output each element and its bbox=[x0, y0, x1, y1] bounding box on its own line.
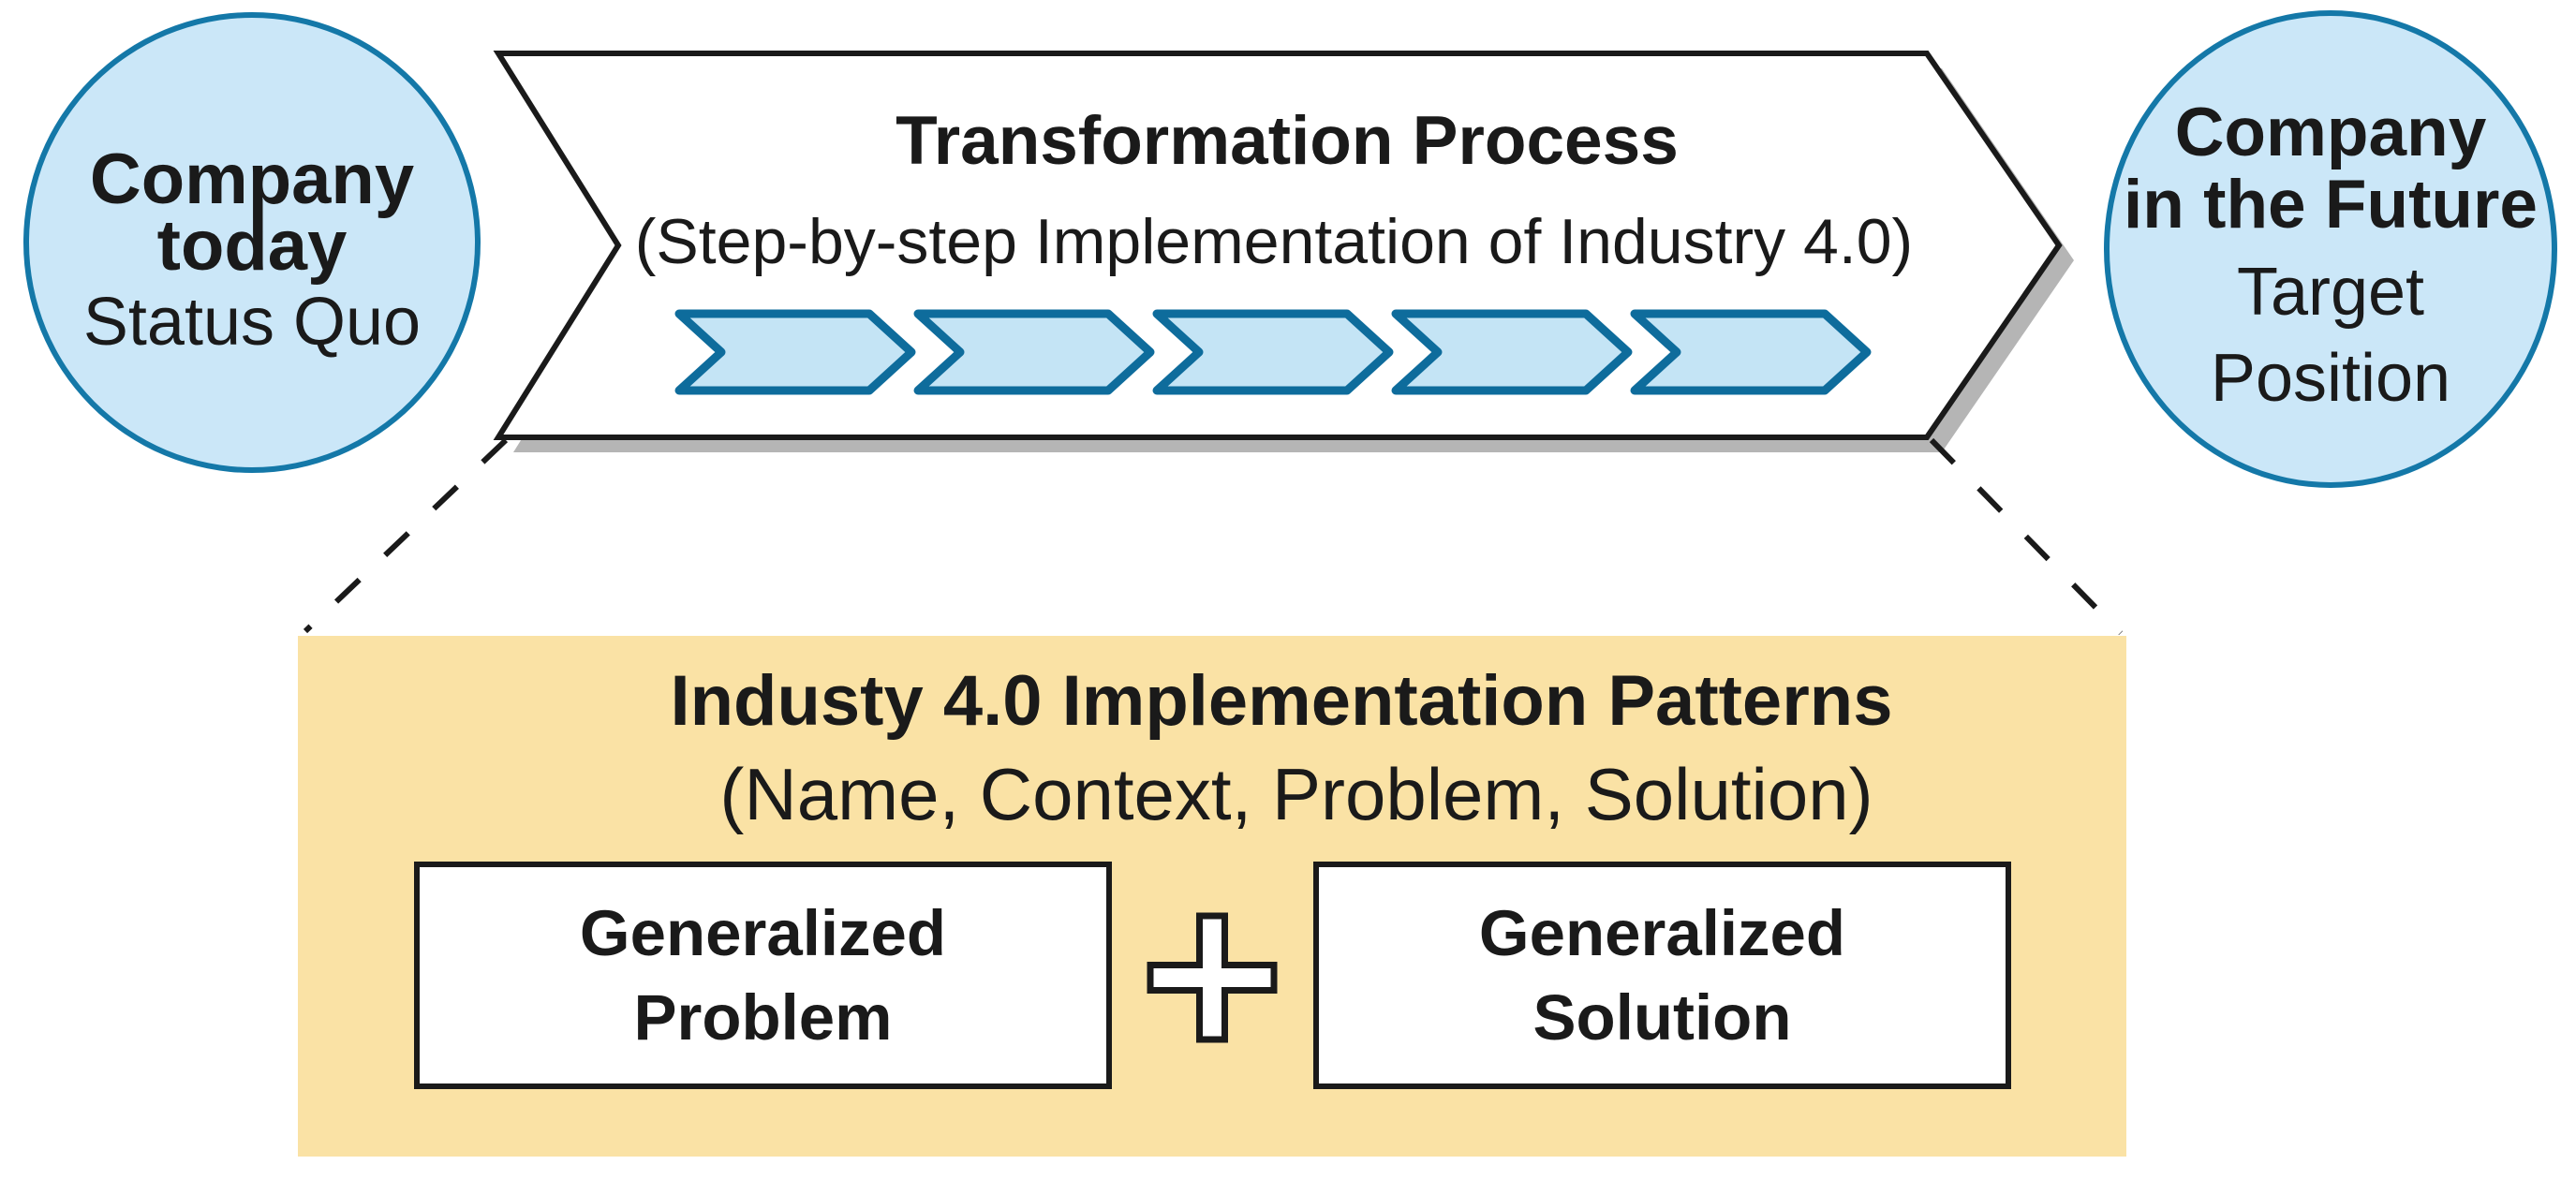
company-today-line1: Company bbox=[89, 140, 415, 219]
banner-subtitle: (Step-by-step Implementation of Industry… bbox=[634, 206, 1914, 277]
transformation-banner-text: Transformation Process (Step-by-step Imp… bbox=[621, 53, 1927, 437]
generalized-problem-line1: Generalized bbox=[579, 896, 947, 969]
company-future-line1: Company bbox=[2174, 95, 2487, 170]
target-label: Target bbox=[2236, 255, 2425, 330]
company-future-line2: in the Future bbox=[2123, 167, 2539, 243]
process-step-chevrons bbox=[674, 309, 1872, 395]
plus-icon-shape bbox=[1147, 912, 1278, 1043]
dashed-connector-left bbox=[303, 437, 509, 634]
process-step-chevron bbox=[1630, 309, 1872, 395]
process-step-chevron bbox=[913, 309, 1155, 395]
process-step-chevron bbox=[1391, 309, 1633, 395]
banner-title: Transformation Process bbox=[896, 103, 1679, 179]
company-today-line2: today bbox=[156, 206, 348, 286]
implementation-patterns-panel: Industy 4.0 Implementation Patterns (Nam… bbox=[298, 636, 2126, 1157]
generalized-solution-line2: Solution bbox=[1532, 980, 1792, 1054]
generalized-problem-box: Generalized Problem bbox=[414, 862, 1112, 1089]
company-today-circle: Company today Status Quo bbox=[23, 12, 481, 473]
company-future-circle: Company in the Future Target Position bbox=[2104, 10, 2557, 488]
generalized-problem-line2: Problem bbox=[633, 980, 893, 1054]
position-label: Position bbox=[2210, 341, 2451, 416]
generalized-solution-box: Generalized Solution bbox=[1313, 862, 2011, 1089]
dashed-connector-right bbox=[1929, 437, 2124, 636]
process-step-chevron bbox=[674, 309, 916, 395]
patterns-panel-subtitle: (Name, Context, Problem, Solution) bbox=[719, 753, 1873, 835]
status-quo-label: Status Quo bbox=[82, 285, 422, 360]
plus-icon bbox=[1147, 912, 1278, 1043]
patterns-panel-title: Industy 4.0 Implementation Patterns bbox=[670, 661, 1893, 741]
generalized-solution-line1: Generalized bbox=[1478, 896, 1846, 969]
process-step-chevron bbox=[1152, 309, 1394, 395]
